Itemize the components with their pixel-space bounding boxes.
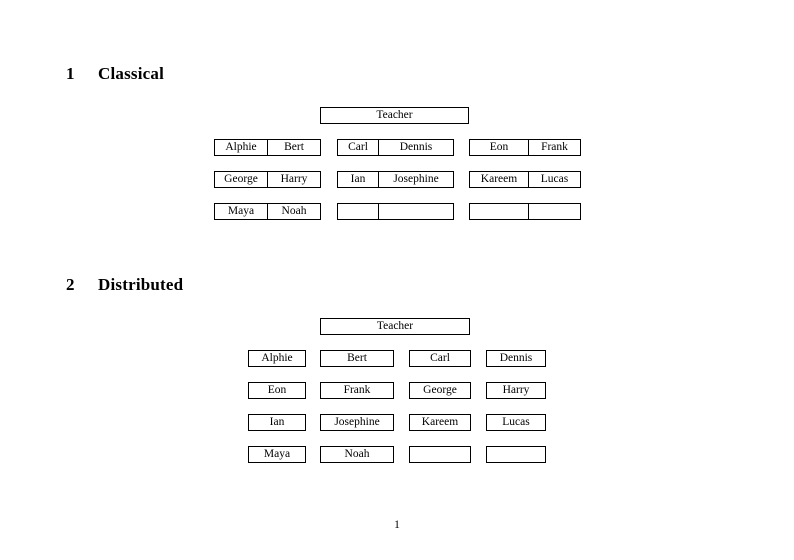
distributed-box-bert[interactable]: Bert	[320, 350, 394, 367]
student-box-kareem[interactable]: Kareem	[469, 171, 529, 188]
student-box-george[interactable]: George	[214, 171, 268, 188]
distributed-box-kareem[interactable]: Kareem	[409, 414, 471, 431]
distributed-box-harry[interactable]: Harry	[486, 382, 546, 399]
distributed-box-empty-2[interactable]	[486, 446, 546, 463]
classical-group-middle-row-2: Ian Josephine	[337, 171, 454, 188]
section-number: 1	[66, 64, 75, 83]
student-box-empty-right-1[interactable]	[469, 203, 529, 220]
section-heading-distributed: 2 Distributed	[66, 275, 183, 295]
distributed-box-george[interactable]: George	[409, 382, 471, 399]
student-box-empty-middle-2[interactable]	[378, 203, 454, 220]
section-heading-classical: 1 Classical	[66, 64, 164, 84]
classical-group-middle-row-3	[337, 203, 454, 220]
student-box-bert[interactable]: Bert	[267, 139, 321, 156]
distributed-box-carl[interactable]: Carl	[409, 350, 471, 367]
classical-group-right-row-3	[469, 203, 581, 220]
student-box-frank[interactable]: Frank	[528, 139, 581, 156]
classical-group-left-row-2: George Harry	[214, 171, 321, 188]
student-box-empty-middle-1[interactable]	[337, 203, 379, 220]
student-box-maya[interactable]: Maya	[214, 203, 268, 220]
classical-group-right-row-1: Eon Frank	[469, 139, 581, 156]
classical-group-middle-row-1: Carl Dennis	[337, 139, 454, 156]
distributed-box-frank[interactable]: Frank	[320, 382, 394, 399]
student-box-harry[interactable]: Harry	[267, 171, 321, 188]
classical-teacher-row: Teacher	[320, 107, 469, 124]
section-title: Classical	[98, 64, 165, 83]
section-number: 2	[66, 275, 75, 294]
distributed-box-empty-1[interactable]	[409, 446, 471, 463]
student-box-empty-right-2[interactable]	[528, 203, 581, 220]
distributed-box-noah[interactable]: Noah	[320, 446, 394, 463]
classical-group-left-row-1: Alphie Bert	[214, 139, 321, 156]
distributed-box-ian[interactable]: Ian	[248, 414, 306, 431]
distributed-box-maya[interactable]: Maya	[248, 446, 306, 463]
distributed-box-eon[interactable]: Eon	[248, 382, 306, 399]
student-box-ian[interactable]: Ian	[337, 171, 379, 188]
distributed-box-alphie[interactable]: Alphie	[248, 350, 306, 367]
classical-teacher-box[interactable]: Teacher	[320, 107, 469, 124]
page-number: 1	[394, 519, 400, 531]
student-box-alphie[interactable]: Alphie	[214, 139, 268, 156]
student-box-lucas[interactable]: Lucas	[528, 171, 581, 188]
classical-group-left-row-3: Maya Noah	[214, 203, 321, 220]
student-box-carl[interactable]: Carl	[337, 139, 379, 156]
distributed-box-lucas[interactable]: Lucas	[486, 414, 546, 431]
distributed-box-dennis[interactable]: Dennis	[486, 350, 546, 367]
distributed-teacher-box[interactable]: Teacher	[320, 318, 470, 335]
section-title: Distributed	[98, 275, 184, 294]
distributed-box-josephine[interactable]: Josephine	[320, 414, 394, 431]
student-box-noah[interactable]: Noah	[267, 203, 321, 220]
classical-group-right-row-2: Kareem Lucas	[469, 171, 581, 188]
student-box-eon[interactable]: Eon	[469, 139, 529, 156]
student-box-dennis[interactable]: Dennis	[378, 139, 454, 156]
student-box-josephine[interactable]: Josephine	[378, 171, 454, 188]
